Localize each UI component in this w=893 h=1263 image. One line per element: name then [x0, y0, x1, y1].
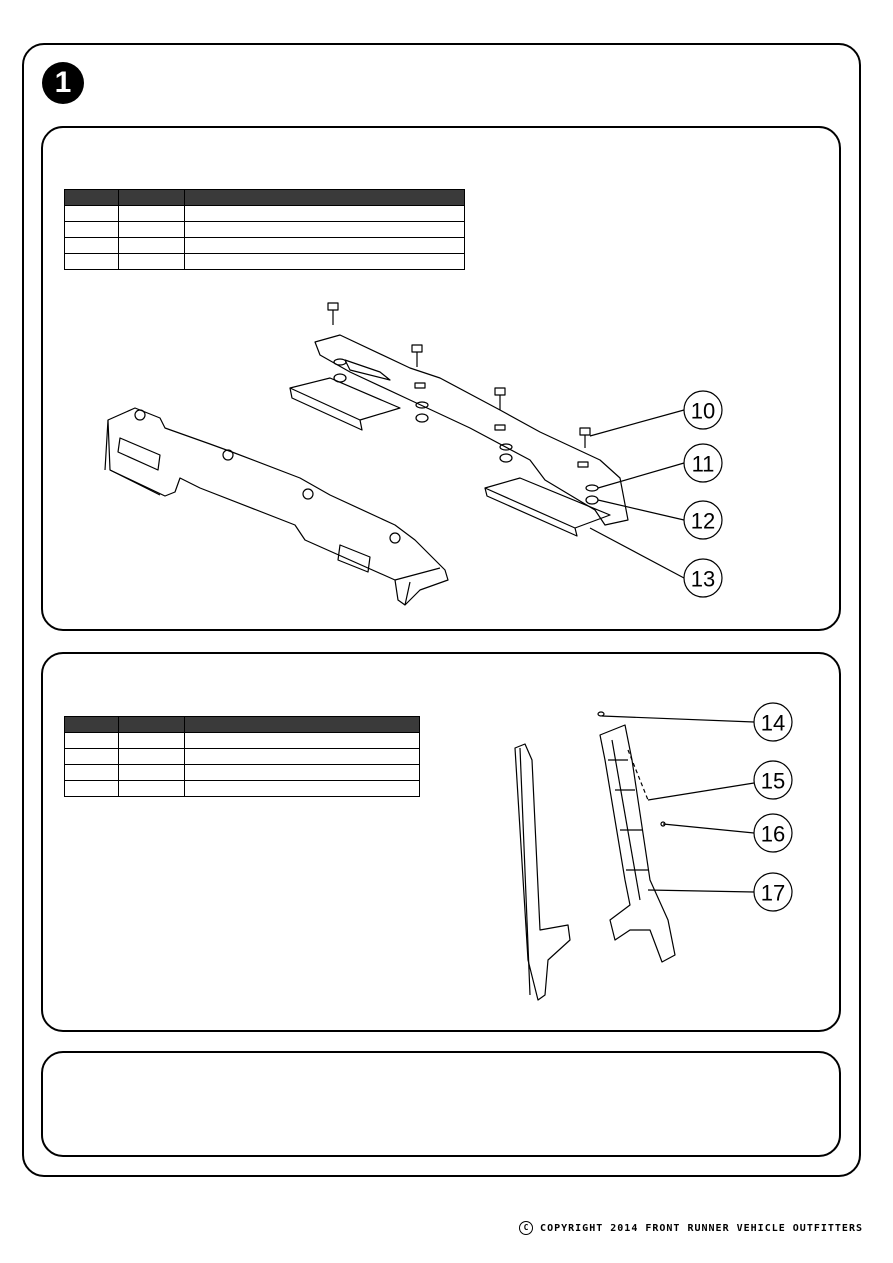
table-header-row	[64, 716, 420, 733]
callout-10: 10	[691, 399, 715, 424]
callout-13: 13	[691, 567, 715, 592]
callout-17: 17	[761, 881, 785, 906]
parts-table-1	[64, 189, 465, 270]
panel-notes	[41, 1051, 841, 1157]
bolt-icons	[327, 302, 599, 505]
copyright-text: COPYRIGHT 2014 FRONT RUNNER VEHICLE OUTF…	[540, 1223, 863, 1234]
table-row	[64, 253, 465, 270]
parts-table-2	[64, 716, 420, 797]
callout-16: 16	[761, 822, 785, 847]
table-row	[64, 205, 465, 222]
table-row	[64, 221, 465, 238]
left-bracket-drawing	[104, 407, 449, 606]
left-rail-drawing	[514, 743, 571, 1001]
callout-14: 14	[761, 711, 785, 736]
callout-12: 12	[691, 509, 715, 534]
panel-brackets	[41, 126, 841, 631]
table-row	[64, 764, 420, 781]
copyright-icon: C	[519, 1221, 534, 1235]
right-rail-drawing	[599, 724, 676, 963]
page-frame	[22, 43, 861, 1177]
step-number-badge: 1	[42, 62, 84, 104]
right-bracket-drawing	[289, 334, 629, 537]
callout-11: 11	[692, 452, 715, 477]
copyright-notice: C COPYRIGHT 2014 FRONT RUNNER VEHICLE OU…	[519, 1221, 863, 1235]
callout-15: 15	[761, 769, 785, 794]
panel-side-rails	[41, 652, 841, 1032]
table-row	[64, 237, 465, 254]
table-row	[64, 780, 420, 797]
